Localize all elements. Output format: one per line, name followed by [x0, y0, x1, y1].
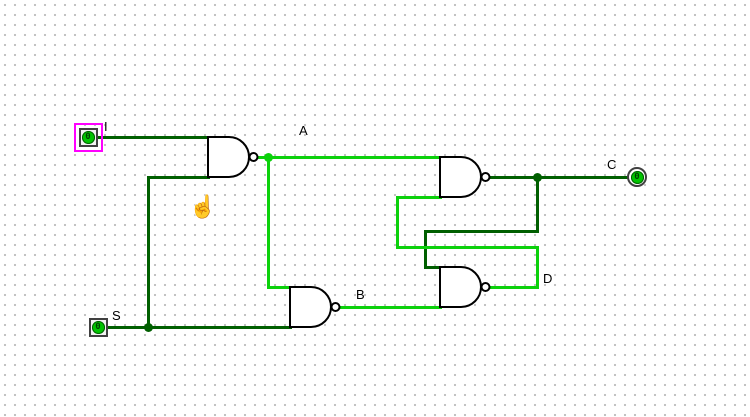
- nand-1-nand-gate[interactable]: [207, 133, 261, 181]
- net-label-i: I: [104, 119, 108, 134]
- nand-3-nand-gate[interactable]: [439, 153, 493, 201]
- wire-segment[interactable]: [488, 175, 630, 179]
- nand-4-nand-gate[interactable]: [439, 263, 493, 311]
- wire-segment[interactable]: [338, 305, 442, 309]
- pin-i[interactable]: 0: [73, 122, 103, 152]
- wire-segment[interactable]: [395, 195, 399, 249]
- pin-value: 0: [630, 170, 644, 184]
- wire-segment[interactable]: [146, 175, 210, 179]
- wire-segment[interactable]: [535, 245, 539, 289]
- pin-value: 0: [91, 320, 105, 334]
- wire-segment[interactable]: [266, 285, 292, 289]
- net-label-c: C: [607, 157, 617, 172]
- hand-cursor-icon: ☝: [189, 194, 217, 219]
- wire-junction: [263, 152, 273, 162]
- pin-value: 0: [81, 130, 95, 144]
- wire-segment[interactable]: [95, 135, 210, 139]
- wire-segment[interactable]: [423, 229, 427, 269]
- wire-segment[interactable]: [423, 229, 539, 233]
- net-label-a: A: [299, 123, 308, 138]
- wire-segment[interactable]: [423, 265, 442, 269]
- pin-c[interactable]: 0: [627, 167, 647, 187]
- net-label-b: B: [356, 287, 365, 302]
- wire-junction: [143, 322, 153, 332]
- net-label-s: S: [112, 308, 121, 323]
- wire-segment[interactable]: [395, 245, 539, 249]
- wire-junction: [532, 172, 542, 182]
- nand-2-nand-gate[interactable]: [289, 283, 343, 331]
- wire-segment[interactable]: [488, 285, 539, 289]
- net-label-d: D: [543, 271, 553, 286]
- wire-segment[interactable]: [105, 325, 292, 329]
- wire-segment[interactable]: [146, 175, 150, 329]
- pin-s[interactable]: 0: [88, 317, 108, 337]
- wire-segment[interactable]: [535, 175, 539, 233]
- wire-segment[interactable]: [266, 155, 270, 289]
- wire-segment[interactable]: [256, 155, 442, 159]
- wire-segment[interactable]: [395, 195, 442, 199]
